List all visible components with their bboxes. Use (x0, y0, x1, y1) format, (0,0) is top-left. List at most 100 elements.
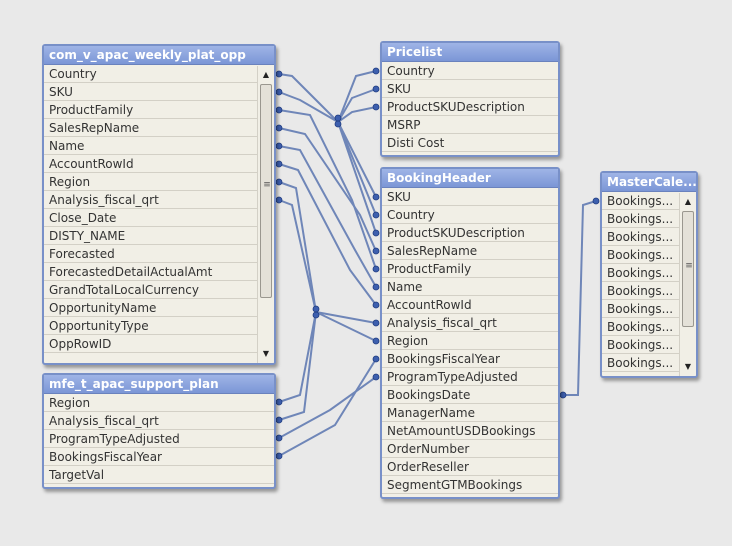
connection-node (275, 434, 283, 442)
field-item[interactable]: ManagerName (382, 404, 558, 422)
vertical-scrollbar[interactable]: ▲ ≡ ▼ (679, 193, 696, 376)
field-item[interactable]: SegmentGTMBookings (382, 476, 558, 494)
field-item[interactable]: Analysis_fiscal_qrt (382, 314, 558, 332)
table-title[interactable]: com_v_apac_weekly_plat_opp (44, 46, 274, 65)
wire-pricelist-sku (337, 88, 377, 123)
connection-node (275, 70, 283, 78)
field-item[interactable]: ProductFamily (382, 260, 558, 278)
field-item[interactable]: OrderReseller (382, 458, 558, 476)
field-item[interactable]: SKU (44, 83, 258, 101)
scrollbar-thumb[interactable]: ≡ (682, 211, 694, 327)
field-item[interactable]: SalesRepName (44, 119, 258, 137)
field-item[interactable]: BookingsDate (382, 386, 558, 404)
connection-node (275, 196, 283, 204)
connection-node (275, 416, 283, 424)
field-item[interactable]: TargetVal (44, 466, 274, 484)
scroll-down-icon[interactable]: ▼ (262, 349, 270, 358)
scrollbar-thumb[interactable]: ≡ (260, 84, 272, 298)
table-master-calendar[interactable]: MasterCale... Bookings...Bookings...Book… (600, 171, 698, 378)
field-item[interactable]: Bookings... (602, 354, 680, 372)
field-item[interactable]: NetAmountUSDBookings (382, 422, 558, 440)
field-item[interactable]: ForecastedDetailActualAmt (44, 263, 258, 281)
field-item[interactable]: OpportunityType (44, 317, 258, 335)
connection-node (275, 124, 283, 132)
connection-node (372, 355, 380, 363)
field-item[interactable]: Forecasted (44, 245, 258, 263)
table-title[interactable]: BookingHeader (382, 169, 558, 188)
field-item[interactable]: Country (382, 206, 558, 224)
connection-node (372, 229, 380, 237)
field-item[interactable]: Bookings... (602, 300, 680, 318)
field-item[interactable]: Country (44, 65, 258, 83)
field-item[interactable]: Name (382, 278, 558, 296)
field-item[interactable]: Region (44, 394, 274, 412)
field-item[interactable]: OpportunityName (44, 299, 258, 317)
table-title[interactable]: mfe_t_apac_support_plan (44, 375, 274, 394)
field-item[interactable]: SalesRepName (382, 242, 558, 260)
field-item[interactable]: DISTY_NAME (44, 227, 258, 245)
field-item[interactable]: Bookings... (602, 246, 680, 264)
field-item[interactable]: Bookings... (602, 264, 680, 282)
table-title[interactable]: Pricelist (382, 43, 558, 62)
connection-node (275, 160, 283, 168)
field-item[interactable]: Country (382, 62, 558, 80)
connection-node (372, 337, 380, 345)
connection-node (275, 142, 283, 150)
field-item[interactable]: Bookings... (602, 210, 680, 228)
field-item[interactable]: BookingsFiscalYear (382, 350, 558, 368)
field-item[interactable]: BookingsFiscalYear (44, 448, 274, 466)
vertical-scrollbar[interactable]: ▲ ≡ ▼ (257, 66, 274, 363)
connection-node (372, 301, 380, 309)
field-item[interactable]: ProductFamily (44, 101, 258, 119)
table-title[interactable]: MasterCale... (602, 173, 696, 192)
wire-support-analysis (278, 311, 317, 421)
field-item[interactable]: AccountRowId (44, 155, 258, 173)
field-item[interactable]: Analysis_fiscal_qrt (44, 412, 274, 430)
field-item[interactable]: Bookings... (602, 318, 680, 336)
wire-productsku (336, 106, 377, 234)
wire-name (278, 145, 377, 288)
scroll-down-icon[interactable]: ▼ (684, 362, 692, 371)
field-item[interactable]: GrandTotalLocalCurrency (44, 281, 258, 299)
wire-productfamily (278, 109, 377, 270)
field-item[interactable]: OrderNumber (382, 440, 558, 458)
connection-node (559, 391, 567, 399)
field-item[interactable]: SKU (382, 188, 558, 206)
field-item[interactable]: Analysis_fiscal_qrt (44, 191, 258, 209)
scroll-up-icon[interactable]: ▲ (684, 197, 692, 206)
wire-region (278, 181, 377, 342)
connection-node (275, 106, 283, 114)
field-item[interactable]: ProgramTypeAdjusted (44, 430, 274, 448)
field-item[interactable]: Bookings... (602, 336, 680, 354)
connection-node (372, 283, 380, 291)
connection-node (372, 373, 380, 381)
field-item[interactable]: ProgramTypeAdjusted (382, 368, 558, 386)
scroll-up-icon[interactable]: ▲ (262, 70, 270, 79)
field-item[interactable]: Bookings... (602, 228, 680, 246)
wire-accountrowid (278, 163, 377, 306)
wire-support-program (278, 376, 377, 439)
field-item[interactable]: Region (382, 332, 558, 350)
field-item[interactable]: MSRP (382, 116, 558, 134)
field-item[interactable]: Bookings... (602, 192, 680, 210)
field-item[interactable]: Close_Date (44, 209, 258, 227)
field-item[interactable]: OppRowID (44, 335, 258, 353)
wire-salesrepname (278, 127, 377, 252)
field-item[interactable]: AccountRowId (382, 296, 558, 314)
field-item[interactable]: Region (44, 173, 258, 191)
field-item[interactable]: ProductSKUDescription (382, 98, 558, 116)
connection-hub-node (334, 120, 342, 128)
field-item[interactable]: Bookings... (602, 282, 680, 300)
field-item[interactable]: SKU (382, 80, 558, 98)
field-item[interactable]: Name (44, 137, 258, 155)
field-item[interactable]: ProductSKUDescription (382, 224, 558, 242)
field-item[interactable]: Disti Cost (382, 134, 558, 152)
